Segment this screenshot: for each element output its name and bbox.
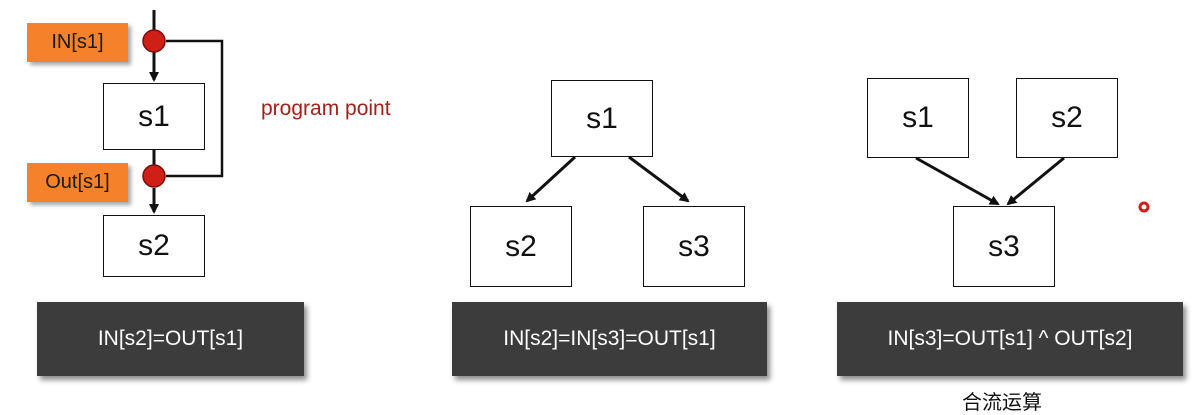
out-s1-label: Out[s1] [27,163,128,202]
program-point-label: program point [261,97,391,120]
d2-equation: IN[s2]=IN[s3]=OUT[s1] [452,302,767,376]
d1-equation: IN[s2]=OUT[s1] [37,302,304,376]
d2-node-s1: s1 [551,80,653,157]
program-point-out [142,164,166,188]
d3-equation: IN[s3]=OUT[s1] ^ OUT[s2] [837,302,1183,376]
d1-node-s2: s2 [103,215,205,277]
d2-node-s2: s2 [470,206,572,287]
program-point-in [142,29,166,53]
in-s1-label: IN[s1] [27,23,128,62]
arrow-s1-to-s2 [525,155,577,203]
merge-operation-caption: 合流运算 [962,392,1042,414]
d3-node-s2: s2 [1016,78,1118,158]
arrow-s1-to-s3 [628,155,690,203]
d2-node-s3: s3 [643,206,745,287]
arrow-s1-to-s3-merge [915,156,1000,206]
bypass-line [166,39,224,178]
cursor-dot [1138,201,1150,213]
d3-node-s1: s1 [867,78,969,158]
arrow-s2-to-s3-merge [1006,156,1065,206]
d3-node-s3: s3 [953,206,1055,287]
d1-node-s1: s1 [103,83,205,150]
